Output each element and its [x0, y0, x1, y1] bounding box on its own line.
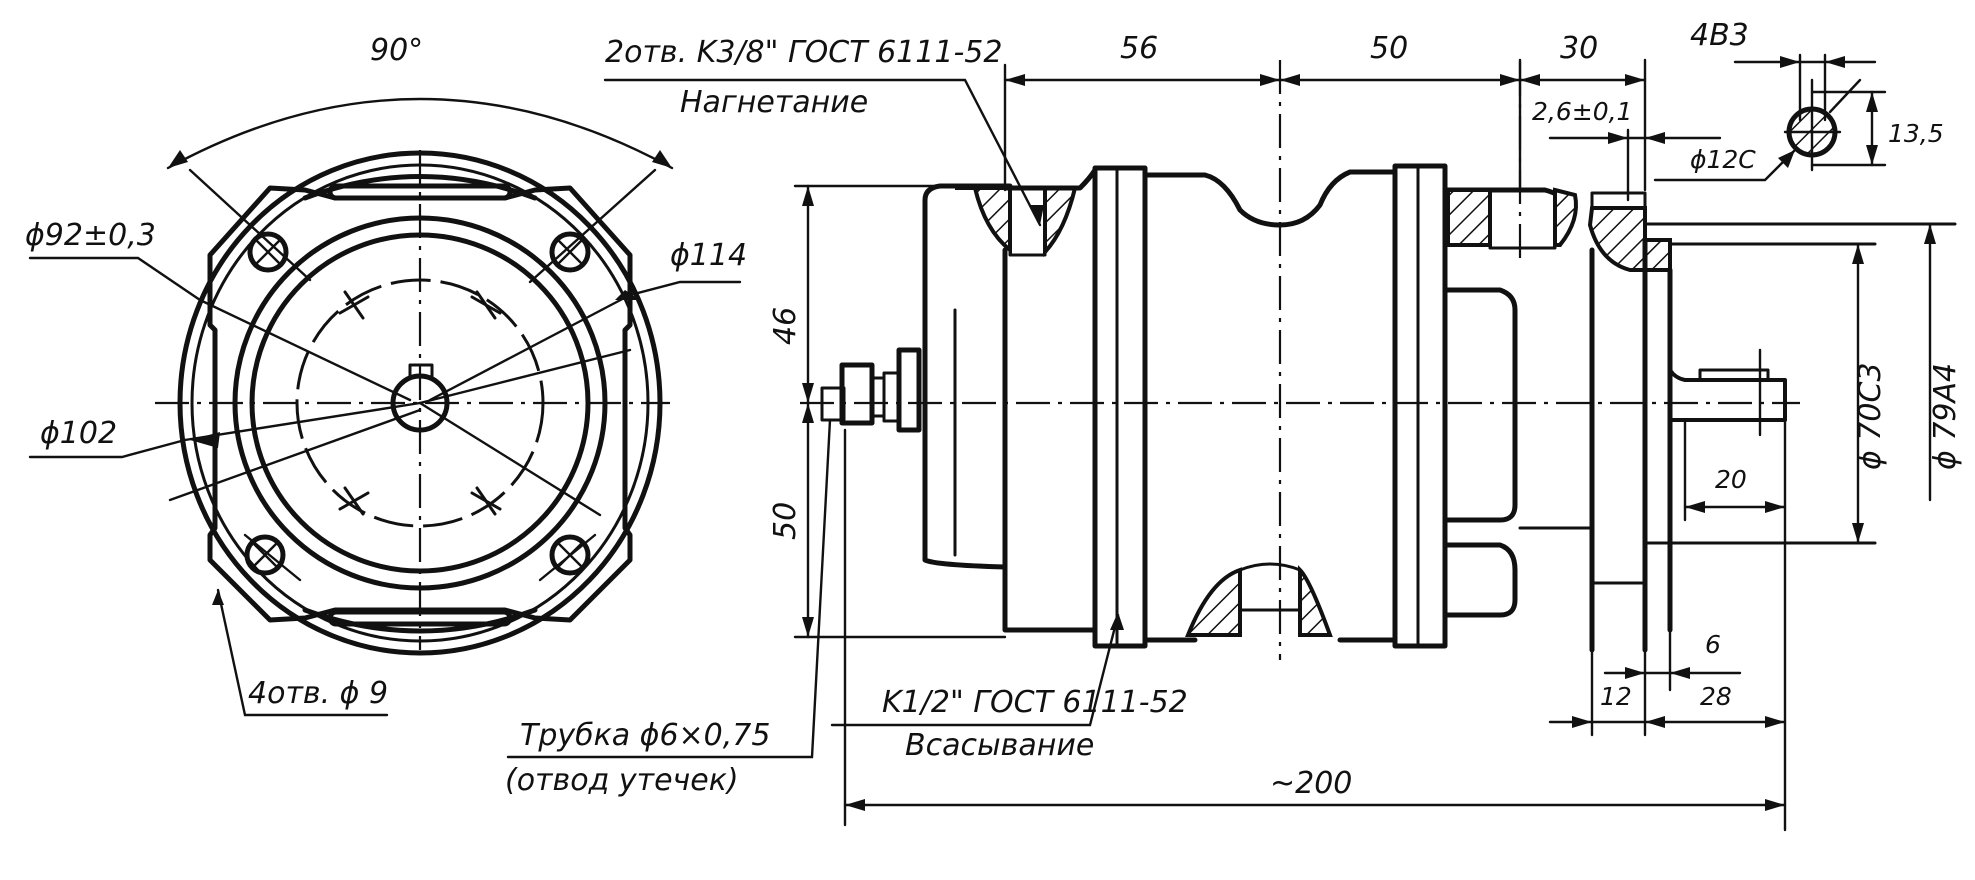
holes-leader [216, 588, 389, 717]
dim-70: ϕ 70C3 [1853, 362, 1888, 470]
flange-diameter-leader [28, 438, 187, 459]
discharge-port-hatch-right [1043, 186, 1078, 258]
outer-diameter-radius [428, 293, 632, 402]
dim-20: 20 [1715, 465, 1747, 494]
right-port-bore [1488, 188, 1557, 250]
arrow [1110, 612, 1124, 630]
dim-28: 28 [1700, 682, 1732, 711]
suction-caption: Всасывание [905, 728, 1094, 763]
discharge-thread-label: 2отв. K3/8" ГОСТ 6111-52 [605, 35, 1002, 70]
tube-nut [839, 362, 875, 426]
mounting-flange-top [1590, 191, 1647, 210]
flange-radius-2 [168, 408, 422, 502]
top-lug-slot [327, 183, 513, 201]
suction-thread-label: K1/2" ГОСТ 6111-52 [882, 685, 1188, 720]
callouts: 2отв. K3/8" ГОСТ 6111-52 Нагнетание K1/2… [505, 35, 1188, 798]
suction-leader [830, 613, 1120, 727]
middle-top-contour [1142, 169, 1398, 228]
outer-diameter-leader [628, 280, 742, 297]
arrow [212, 590, 224, 605]
dim-6: 6 [1705, 630, 1721, 659]
hole-centerlines [188, 168, 657, 582]
arrow [190, 432, 220, 448]
angle-arc [166, 97, 674, 170]
outer-ring-inner [190, 163, 650, 643]
outer-diameter-label: ϕ114 [670, 238, 747, 273]
flange-contour [207, 185, 633, 623]
bolt-circle-label: ϕ92±0,3 [25, 218, 156, 253]
hole-tr [549, 231, 591, 273]
hole-tl [247, 231, 289, 273]
bolt-circle-radius [198, 298, 412, 402]
bottom-lug-arc [302, 607, 538, 634]
shaft-diameter-label: ϕ12C [1690, 145, 1756, 174]
dim-50-left: 50 [768, 502, 803, 540]
bottom-lug-slot [327, 609, 513, 627]
right-flange [1392, 163, 1448, 649]
height-label: 13,5 [1888, 119, 1944, 148]
outer-ring [177, 150, 663, 656]
side-dimensions: 56 50 30 2,6±0,1 46 50 20 6 12 28 [768, 31, 1963, 832]
dim-30: 30 [1560, 31, 1598, 66]
tube-caption: (отвод утечек) [505, 763, 739, 798]
dim-2-6: 2,6±0,1 [1532, 97, 1632, 126]
discharge-caption: Нагнетание [680, 85, 868, 120]
arrow [168, 150, 188, 168]
mounting-holes [244, 231, 591, 576]
discharge-leader [603, 78, 1042, 227]
shaft-section: 4B3 13,5 ϕ12C [1653, 18, 1944, 182]
flange-radius-4 [418, 401, 602, 517]
angle-label: 90° [370, 33, 423, 68]
holes-label: 4отв. ϕ 9 [248, 676, 388, 711]
arrow [652, 150, 672, 168]
tube-label: Трубка ϕ6×0,75 [520, 718, 770, 753]
discharge-port-hatch-left [955, 186, 1012, 255]
dim-12: 12 [1600, 682, 1632, 711]
dim-200: ~200 [1270, 766, 1352, 801]
body-ring-2 [249, 232, 591, 574]
tube-leader [506, 418, 832, 759]
key-label: 4B3 [1690, 18, 1749, 53]
tube-boss [896, 347, 922, 433]
suction-port-hatch-right [1298, 565, 1333, 637]
dim-50-top: 50 [1370, 31, 1408, 66]
dim-79: ϕ 79A4 [1928, 363, 1963, 470]
arrow [1030, 205, 1044, 225]
flange-radius-3 [418, 348, 632, 405]
shaft-key [408, 363, 434, 379]
left-flange [1092, 165, 1148, 649]
arrow [615, 290, 640, 300]
shaft-key-side [1698, 368, 1770, 382]
flange-diameter-radius [183, 401, 422, 442]
suction-port-hatch-left [1185, 567, 1242, 637]
mounting-flange-hatch [1587, 206, 1672, 272]
arrow [1778, 150, 1795, 168]
flange-diameter-label: ϕ102 [40, 416, 117, 451]
front-view: 90° ϕ92±0,3 ϕ114 ϕ102 4отв. ϕ 9 [25, 33, 747, 717]
right-port-hatch-left [1446, 188, 1492, 247]
suction-port-bore [1238, 562, 1302, 637]
side-view [800, 60, 1957, 660]
bolt-circle-leader [28, 256, 202, 302]
dim-46: 46 [768, 307, 803, 345]
right-port-hatch-right [1553, 187, 1578, 247]
bolt-circle [295, 278, 545, 528]
bolt-marks [338, 290, 502, 516]
dim-56: 56 [1120, 31, 1158, 66]
body-ring-1 [232, 215, 608, 591]
hole-bl [244, 534, 286, 576]
discharge-port-bore [1008, 186, 1047, 257]
